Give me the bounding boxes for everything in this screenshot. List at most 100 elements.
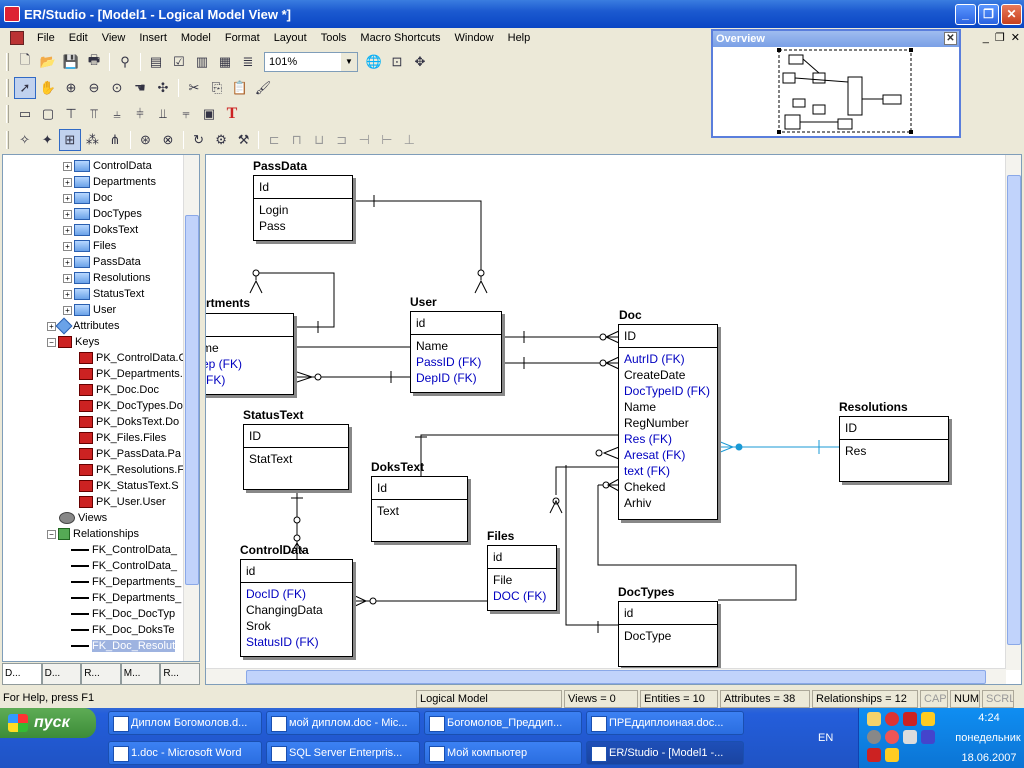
foreign-key-attribute[interactable]: ep (FK) [205, 357, 243, 371]
layout-tree-icon[interactable]: ⋔ [109, 132, 121, 147]
antivirus-icon[interactable] [885, 712, 899, 726]
entity-controldata-name[interactable]: ControlData [240, 543, 309, 557]
pan-icon[interactable]: ☚ [134, 80, 146, 95]
view-relationship-icon[interactable]: ▣ [202, 106, 216, 121]
canvas-vertical-scrollbar[interactable] [1005, 155, 1021, 670]
start-button[interactable]: пуск [0, 708, 96, 738]
tree-item-relationship[interactable]: FK_Departments_ [71, 574, 181, 590]
model-explorer-tree[interactable]: +ControlData+Departments+Doc+DocTypes+Do… [2, 154, 200, 662]
tree-item-relationship[interactable]: FK_ControlData_ [71, 558, 177, 574]
tree-item-key[interactable]: PK_StatusText.S [79, 478, 179, 494]
tree-item-table[interactable]: +Doc [63, 190, 113, 206]
layout-hierarchical-icon[interactable]: ✧ [19, 132, 31, 147]
tree-item-relationship[interactable]: FK_Doc_DocTyp [71, 606, 175, 622]
attribute[interactable]: StatText [249, 452, 293, 466]
find-icon[interactable]: ⚲ [120, 54, 130, 69]
menu-insert[interactable]: Insert [139, 32, 167, 44]
foreign-key-attribute[interactable]: Aresat (FK) [624, 448, 686, 462]
entity-departments[interactable]: me ep (FK) (FK) [205, 313, 294, 395]
entity-resolutions-name[interactable]: Resolutions [839, 400, 908, 414]
tree-item-relationship[interactable]: FK_ControlData_ [71, 542, 177, 558]
relationship-dokstext-doc[interactable] [420, 434, 620, 476]
open-icon[interactable]: 📂 [39, 54, 57, 69]
expand-icon[interactable]: + [47, 321, 56, 331]
tab-data-dictionary[interactable]: D... [41, 663, 82, 685]
expand-icon[interactable]: + [63, 209, 72, 219]
close-button[interactable]: ✕ [1001, 3, 1022, 25]
globe-icon[interactable]: 🌐 [365, 54, 383, 69]
menu-view[interactable]: View [101, 32, 126, 44]
toolbar-grip[interactable] [6, 131, 9, 149]
entity-doctypes-name[interactable]: DocTypes [618, 585, 675, 599]
media-icon[interactable] [885, 730, 899, 744]
chevron-down-icon[interactable]: ▼ [341, 53, 357, 71]
primary-key-attribute[interactable]: id [493, 550, 503, 564]
shield-icon[interactable] [903, 712, 917, 726]
one-to-one-relationship-icon[interactable]: ⫫ [159, 106, 167, 121]
entity-statustext[interactable]: ID StatText [243, 424, 349, 490]
layout-orthogonal-icon[interactable]: ⊞ [59, 129, 81, 151]
zoom-to-fit-icon[interactable]: ⊡ [391, 54, 403, 69]
primary-key-attribute[interactable]: ID [249, 429, 261, 443]
tree-item-key[interactable]: PK_Resolutions.F [79, 462, 184, 478]
zoom-select[interactable]: 101% ▼ [264, 52, 358, 72]
attribute[interactable]: Name [416, 339, 449, 353]
tools-icon[interactable]: ⚒ [237, 132, 250, 147]
collapse-icon[interactable]: − [47, 337, 56, 347]
task-preddiplomnaya[interactable]: ПРЕддиплоиная.doc... [586, 711, 744, 735]
foreign-key-attribute[interactable]: Res (FK) [624, 432, 672, 446]
expand-icon[interactable]: + [63, 225, 72, 235]
attribute[interactable]: File [493, 573, 513, 587]
canvas-horizontal-scrollbar[interactable] [206, 668, 1006, 684]
foreign-key-attribute[interactable]: text (FK) [624, 464, 671, 478]
print-preview-icon[interactable]: ▤ [149, 54, 163, 69]
align-bottom-icon[interactable]: ⊔ [314, 132, 325, 147]
expand-icon[interactable]: + [63, 257, 72, 267]
overview-panel[interactable]: Overview ✕ [711, 29, 961, 138]
foreign-key-attribute[interactable]: StatusID (FK) [246, 635, 319, 649]
attribute[interactable]: Cheked [624, 480, 666, 494]
paste-icon[interactable]: 📋 [231, 80, 249, 95]
relationship-files-doc[interactable] [555, 466, 619, 495]
tree-item-table[interactable]: +PassData [63, 254, 141, 270]
navigator-icon[interactable]: ⊛ [140, 132, 151, 147]
attribute[interactable]: Srok [246, 619, 271, 633]
app-tray-icon[interactable] [921, 730, 935, 744]
wizard-icon[interactable]: ▦ [218, 54, 232, 69]
task-bogomolov-preddip[interactable]: Богомолов_Преддип... [424, 711, 582, 735]
view-icon[interactable]: ▢ [41, 106, 55, 121]
close-icon[interactable]: ✕ [944, 32, 957, 45]
mdi-restore-icon[interactable]: ❐ [994, 32, 1005, 44]
layout-icon[interactable]: ✥ [414, 54, 426, 69]
text-icon[interactable]: T [226, 105, 238, 122]
attribute[interactable]: RegNumber [624, 416, 689, 430]
attribute[interactable]: CreateDate [624, 368, 686, 382]
relationship-passdata-user[interactable] [353, 200, 482, 280]
scrollbar-thumb[interactable] [246, 670, 986, 684]
foreign-key-attribute[interactable]: PassID (FK) [416, 355, 482, 369]
zoom-out-icon[interactable]: ⊖ [88, 80, 100, 95]
align-top-icon[interactable]: ⊓ [291, 132, 302, 147]
relationship-doc-resolutions[interactable] [717, 440, 839, 454]
task-erstudio[interactable]: ER/Studio - [Model1 -... [586, 741, 744, 765]
scrollbar-thumb[interactable] [185, 215, 199, 585]
menu-format[interactable]: Format [224, 32, 260, 44]
overview-minimap[interactable] [713, 47, 959, 136]
expand-icon[interactable]: + [63, 193, 72, 203]
attribute[interactable]: me [206, 341, 219, 355]
menu-file[interactable]: File [37, 32, 55, 44]
tree-item-table[interactable]: +Files [63, 238, 116, 254]
clock-time[interactable]: 4:24 [978, 712, 1000, 724]
pen-icon[interactable] [885, 748, 899, 762]
tree-item-key[interactable]: PK_DoksText.Do [79, 414, 179, 430]
toolbar-grip[interactable] [6, 53, 9, 71]
foreign-key-attribute[interactable]: (FK) [205, 373, 226, 387]
task-sql-server[interactable]: SQL Server Enterpris... [266, 741, 420, 765]
align-center-icon[interactable]: ⊣ [358, 132, 370, 147]
